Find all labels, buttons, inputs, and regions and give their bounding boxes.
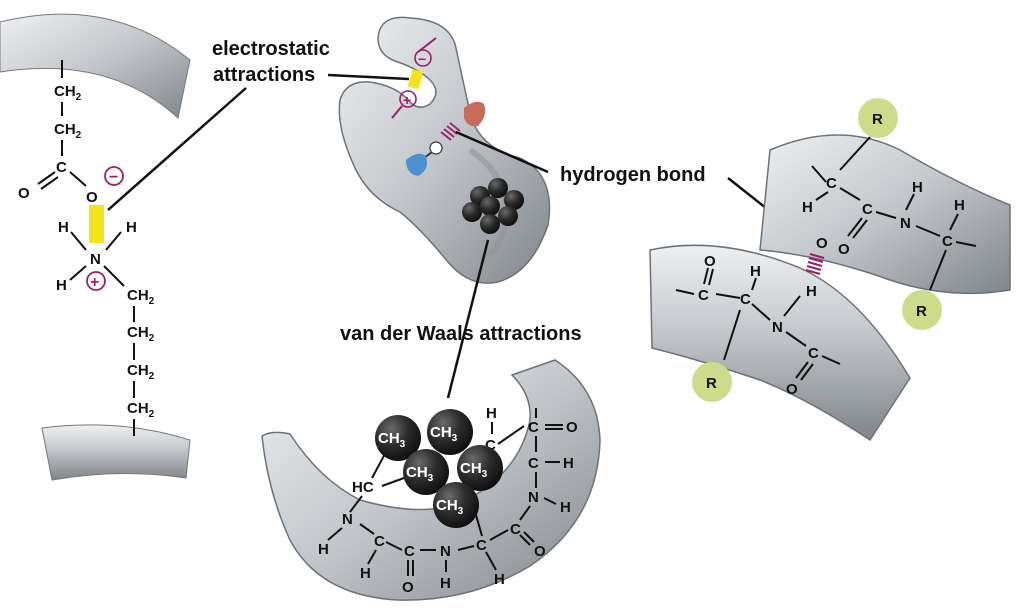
atom-c: C: [404, 543, 415, 560]
atom-o: O: [18, 185, 30, 202]
methyl-label: CH3: [436, 497, 464, 517]
salt-bridge-bar: [89, 205, 104, 243]
atom-ch2: CH2: [54, 83, 82, 103]
atom-n: N: [342, 511, 353, 528]
hydrophobic-ball: [498, 206, 518, 226]
atom-c: C: [808, 345, 819, 362]
atom-h: H: [486, 405, 497, 422]
atom-o: O: [816, 235, 828, 252]
atom-h: H: [750, 263, 761, 280]
negative-charge-icon: [414, 49, 432, 67]
atom-h: H: [563, 455, 574, 472]
methyl-label: CH3: [460, 460, 488, 480]
atom-n: N: [440, 543, 451, 560]
r-group-label: R: [916, 303, 927, 320]
hydrophobic-ball: [488, 178, 508, 198]
methyl-ball: [375, 415, 421, 461]
atom-h: H: [318, 541, 329, 558]
folded-protein-tube: [338, 16, 551, 284]
hydrogen-bond-label: hydrogen bond: [560, 164, 706, 186]
svg-text:−: −: [109, 169, 118, 186]
atom-o: O: [566, 419, 578, 436]
atom-h: H: [126, 219, 137, 236]
atom-c: C: [528, 419, 539, 436]
methyl-ball: [433, 482, 479, 528]
electrostatic-label: electrostatic: [212, 38, 330, 60]
atom-c: C: [56, 159, 67, 176]
methyl-ball: [457, 445, 503, 491]
atom-o: O: [838, 241, 850, 258]
electrostatic-label: attractions: [213, 64, 315, 86]
r-group-label: R: [706, 375, 717, 392]
atom-o: O: [704, 253, 716, 270]
atom-h: H: [494, 571, 505, 588]
atom-c: C: [942, 233, 953, 250]
atom-c: C: [510, 521, 521, 538]
atom-o: O: [86, 189, 98, 206]
atom-h: H: [954, 197, 965, 214]
svg-text:+: +: [403, 92, 411, 108]
atom-h: H: [360, 565, 371, 582]
atom-h: H: [806, 283, 817, 300]
atom-c: C: [374, 533, 385, 550]
r-group-label: R: [872, 111, 883, 128]
r-group-circle: [902, 290, 942, 330]
atom-n: N: [772, 319, 783, 336]
atom-h: H: [440, 575, 451, 592]
atom-ch2: CH2: [127, 287, 155, 307]
salt-bridge-bar: [407, 69, 424, 90]
atom-c: C: [826, 175, 837, 192]
atom-ch2: CH2: [127, 324, 155, 344]
svg-text:+: +: [90, 274, 99, 291]
folded-protein-panel: − +: [338, 16, 551, 284]
atom-h: H: [802, 199, 813, 216]
methyl-ball: [427, 409, 473, 455]
atom-hc: HC: [352, 479, 374, 496]
hydrogen-atom-ball: [429, 141, 443, 155]
atom-c: C: [862, 201, 873, 218]
atom-h: H: [56, 277, 67, 294]
hydrophobic-ball: [462, 202, 482, 222]
methyl-label: CH3: [430, 424, 458, 444]
atom-o: O: [402, 579, 414, 596]
r-group-circle: [692, 362, 732, 402]
hydrogen-bond-panel: R C H C O N H C H R O H N C: [649, 98, 1011, 442]
atom-o: O: [786, 381, 798, 398]
atom-n: N: [90, 251, 101, 268]
methyl-ball: [403, 449, 449, 495]
backbone-tube-bottom-left: [41, 424, 191, 481]
backbone-tube-top-left: [0, 13, 191, 119]
electrostatic-panel: CH2 CH2 C O O − H H N H + CH2 CH2 CH2 CH…: [0, 13, 191, 481]
atom-h: H: [912, 179, 923, 196]
r-group-circle: [858, 98, 898, 138]
hydrophobic-ball: [504, 190, 524, 210]
positive-charge-icon: [86, 271, 106, 291]
donor-group: [406, 153, 427, 176]
atom-ch2: CH2: [127, 362, 155, 382]
hydrophobic-ball: [480, 196, 500, 216]
hydrophobic-ball: [480, 214, 500, 234]
atom-h: H: [58, 219, 69, 236]
backbone-strand-lower: [649, 244, 911, 442]
atom-ch2: CH2: [127, 400, 155, 420]
atom-c: C: [740, 291, 751, 308]
atom-n: N: [900, 215, 911, 232]
methyl-label: CH3: [378, 430, 406, 450]
atom-ch2: CH2: [54, 121, 82, 141]
atom-c: C: [698, 287, 709, 304]
atom-h: H: [560, 499, 571, 516]
van-der-waals-label: van der Waals attractions: [340, 323, 582, 345]
van-der-waals-panel: H C C O C H N H C O C H N H C O: [261, 359, 601, 601]
svg-text:−: −: [418, 51, 426, 67]
atom-o: O: [534, 543, 546, 560]
atom-c: C: [485, 437, 496, 454]
methyl-label: CH3: [406, 464, 434, 484]
positive-charge-icon: [399, 90, 417, 108]
negative-charge-icon: [104, 166, 124, 186]
atom-n: N: [528, 489, 539, 506]
atom-c: C: [528, 455, 539, 472]
atom-c: C: [476, 537, 487, 554]
acceptor-group: [464, 101, 486, 127]
